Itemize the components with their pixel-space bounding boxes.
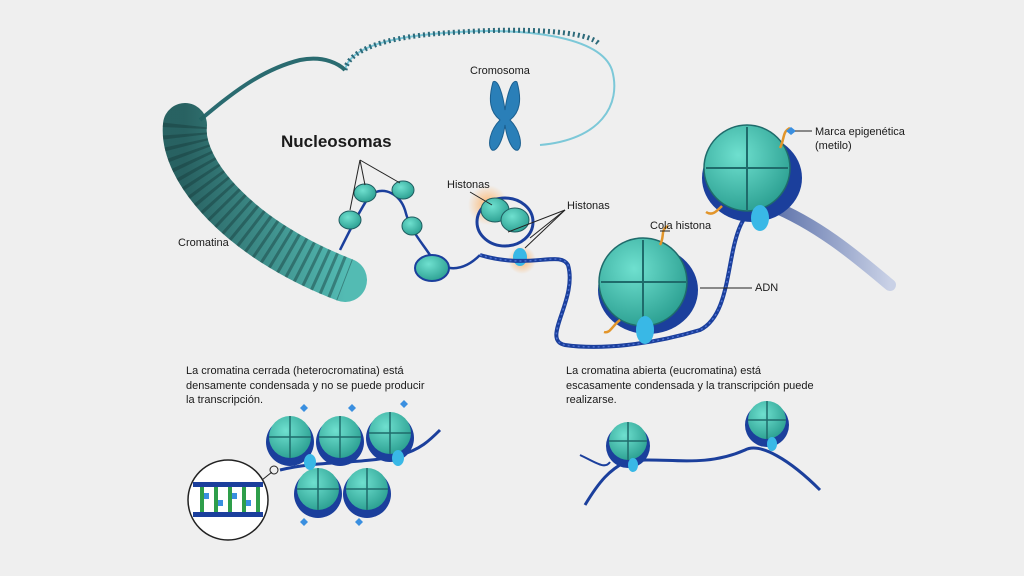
epigenetic-mark-line1: Marca epigenética xyxy=(815,126,905,138)
epigenetic-mark-line2: (metilo) xyxy=(815,140,852,152)
dna-spiral-top xyxy=(198,27,616,146)
highlighted-nucleosome xyxy=(468,185,536,274)
open-chromatin xyxy=(579,401,822,506)
dna-label: ADN xyxy=(755,282,779,294)
dna-strand-main xyxy=(479,199,896,349)
closed-chromatin-caption: La cromatina cerrada (heterocromatina) e… xyxy=(186,365,425,406)
label-pointers xyxy=(660,130,812,289)
magnifier-inset xyxy=(187,459,279,541)
epigenetic-mark-label: Marca epigenética (metilo) xyxy=(815,125,905,153)
nucleosome-closed-1 xyxy=(266,416,314,466)
chromatin-label: Cromatina xyxy=(178,237,229,249)
histones-label-2: Histonas xyxy=(567,200,610,212)
nucleosome-closed-4 xyxy=(294,468,342,518)
nucleosome-closed-5 xyxy=(343,468,391,518)
chromosome-shape xyxy=(489,80,521,151)
nucleosome-large-middle xyxy=(598,224,698,344)
nucleosome-closed-2 xyxy=(316,416,364,466)
chromatin-coil xyxy=(162,103,367,302)
histone-tail-label: Cola histona xyxy=(650,220,712,232)
nucleosome-closed-3 xyxy=(366,412,414,462)
nucleosome-open-1 xyxy=(606,422,650,472)
closed-chromatin-cluster xyxy=(266,400,442,526)
nucleosome-large-top xyxy=(702,124,802,231)
histones-pointers xyxy=(469,191,566,249)
open-chromatin-caption: La cromatina abierta (eucromatina) está … xyxy=(566,365,814,406)
nucleosomes-label: Nucleosomas xyxy=(281,132,392,151)
nucleosome-chain-small xyxy=(338,180,481,282)
histones-label-1: Histonas xyxy=(447,179,490,191)
nucleosome-open-2 xyxy=(745,401,789,451)
chromosome-label: Cromosoma xyxy=(470,65,530,77)
nucleosomes-pointers xyxy=(349,159,401,211)
